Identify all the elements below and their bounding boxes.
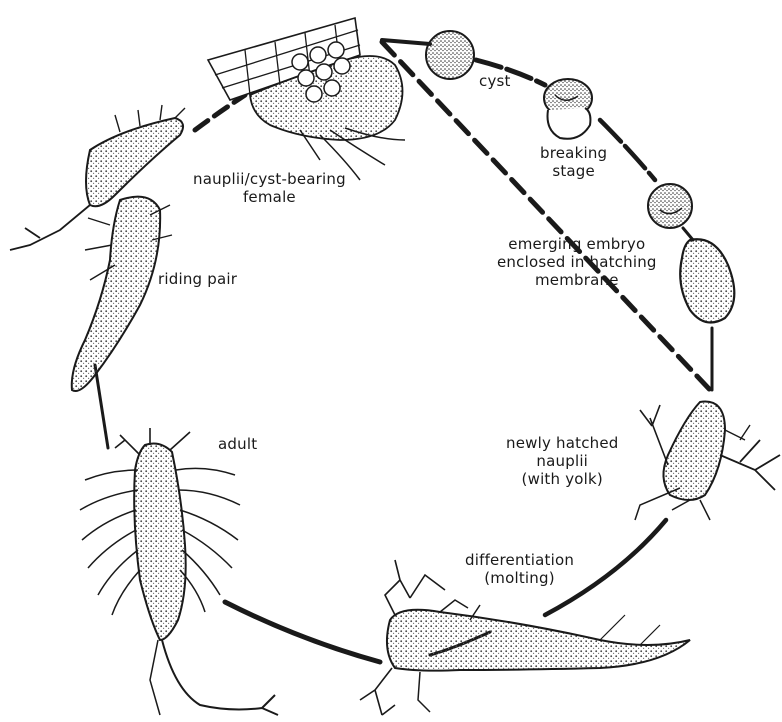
hatching-membrane-illustration xyxy=(680,239,734,322)
breaking-line-1: breaking xyxy=(540,144,607,162)
nauplius-illustration xyxy=(635,402,780,520)
differentiation-line-1: differentiation xyxy=(465,551,574,569)
emerging-line-2: enclosed in hatching xyxy=(497,253,657,271)
riding-pair-text: riding pair xyxy=(158,270,237,288)
hatched-line-1: newly hatched xyxy=(506,434,619,452)
arc-adult-to-riding xyxy=(95,365,108,448)
label-riding-pair: riding pair xyxy=(158,270,237,288)
emerging-embryo-illustration xyxy=(648,184,692,228)
label-emerging-embryo: emerging embryo enclosed in hatching mem… xyxy=(497,235,657,289)
arc-female-to-cyst xyxy=(382,40,430,44)
female-line-1: nauplii/cyst-bearing xyxy=(193,170,346,188)
emerging-line-3: membrane xyxy=(497,271,657,289)
label-breaking-stage: breaking stage xyxy=(540,144,607,180)
breaking-line-2: stage xyxy=(540,162,607,180)
arc-larva-to-adult xyxy=(225,602,380,662)
label-cyst: cyst xyxy=(479,72,511,90)
female-line-2: female xyxy=(193,188,346,206)
label-adult: adult xyxy=(218,435,257,453)
cycle-path xyxy=(95,40,712,662)
hatched-line-3: (with yolk) xyxy=(506,470,619,488)
differentiation-line-2: (molting) xyxy=(465,569,574,587)
label-newly-hatched: newly hatched nauplii (with yolk) xyxy=(506,434,619,488)
adult-text: adult xyxy=(218,435,257,453)
cyst-text: cyst xyxy=(479,72,511,90)
breaking-stage-illustration xyxy=(544,79,592,139)
adult-illustration xyxy=(80,428,278,715)
arc-riding-to-female xyxy=(195,95,245,130)
arc-breaking-to-embryo xyxy=(600,120,655,180)
cyst-illustration xyxy=(426,31,474,79)
label-female: nauplii/cyst-bearing female xyxy=(193,170,346,206)
arc-embryo-to-membrane xyxy=(683,228,693,240)
riding-pair-illustration xyxy=(10,105,185,391)
hatched-line-2: nauplii xyxy=(506,452,619,470)
emerging-line-1: emerging embryo xyxy=(497,235,657,253)
label-differentiation: differentiation (molting) xyxy=(465,551,574,587)
